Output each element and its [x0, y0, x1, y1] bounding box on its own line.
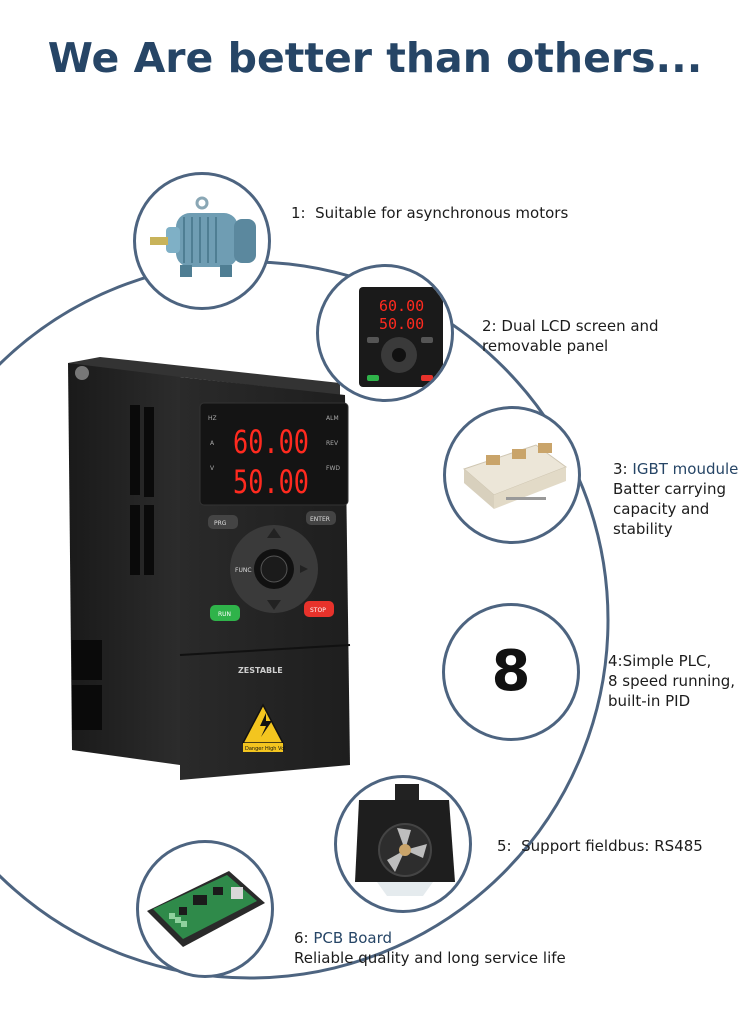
led-display-top: 60.00: [233, 423, 309, 461]
feature-4-line2: 8 speed running,: [608, 672, 736, 690]
page-title: We Are better than others...: [47, 34, 703, 82]
feature-6: 6: PCB Board Reliable quality and long s…: [294, 928, 566, 968]
keypad-bubble: 60.00 50.00: [316, 264, 454, 402]
feature-3-line3: stability: [613, 520, 673, 538]
feature-6-highlight: PCB Board: [313, 929, 393, 947]
indicator-alm: ALM: [326, 415, 339, 422]
plc-bubble: 8: [442, 603, 580, 741]
indicator-hz: HZ: [208, 415, 217, 422]
feature-2-number: 2:: [482, 317, 497, 335]
brand-label: ZESTABLE: [238, 666, 283, 675]
indicator-fwd: FWD: [326, 465, 340, 472]
feature-1-text: Suitable for asynchronous motors: [315, 204, 569, 222]
feature-3: 3: IGBT moudule Batter carrying capacity…: [613, 459, 738, 539]
keypad-icon: 60.00 50.00: [359, 287, 443, 387]
feature-6-line1: Reliable quality and long service life: [294, 949, 566, 967]
feature-3-highlight: IGBT moudule: [632, 460, 739, 478]
igbt-bubble: [443, 406, 581, 544]
func-key-label: FUNC: [235, 567, 252, 574]
motor-bubble: [133, 172, 271, 310]
indicator-rev: REV: [326, 440, 339, 447]
enter-key-label: ENTER: [310, 516, 330, 523]
keypad-display-bottom: 50.00: [379, 315, 424, 333]
eight-speed-icon: 8: [491, 639, 531, 704]
indicator-v: V: [210, 465, 215, 472]
cooling-fan-icon: [355, 784, 455, 896]
indicator-a: A: [210, 440, 215, 447]
frequency-inverter-image: HZ A V ALM REV FWD 60.00 50.00 PRG ENTER…: [68, 357, 351, 780]
feature-5-number: 5:: [497, 837, 512, 855]
feature-2: 2: Dual LCD screen and removable panel: [482, 316, 659, 356]
feature-1-number: 1:: [291, 204, 306, 222]
stop-key-label: STOP: [310, 607, 326, 614]
feature-2-line1: Dual LCD screen and: [501, 317, 659, 335]
feature-3-number: 3:: [613, 460, 628, 478]
feature-3-line1: Batter carrying: [613, 480, 726, 498]
warning-label: Danger High Vol: [245, 746, 286, 752]
feature-5-text: Support fieldbus: RS485: [521, 837, 703, 855]
prg-key-label: PRG: [214, 520, 227, 527]
feature-4-line1: 4:Simple PLC,: [608, 652, 712, 670]
feature-4-line3: built-in PID: [608, 692, 691, 710]
run-key-label: RUN: [218, 611, 231, 618]
keypad-display-top: 60.00: [379, 297, 424, 315]
fieldbus-bubble: [334, 775, 472, 913]
motor-icon: [150, 196, 256, 277]
feature-2-line2: removable panel: [482, 337, 609, 355]
igbt-module-icon: [463, 443, 568, 509]
feature-5: 5: Support fieldbus: RS485: [497, 836, 703, 856]
pcb-bubble: [136, 840, 274, 978]
pcb-board-icon: [147, 871, 265, 947]
feature-6-number: 6:: [294, 929, 309, 947]
led-display-bottom: 50.00: [233, 463, 309, 501]
feature-3-line2: capacity and: [613, 500, 710, 518]
feature-4: 4:Simple PLC, 8 speed running, built-in …: [608, 651, 735, 711]
feature-1: 1: Suitable for asynchronous motors: [291, 203, 568, 223]
